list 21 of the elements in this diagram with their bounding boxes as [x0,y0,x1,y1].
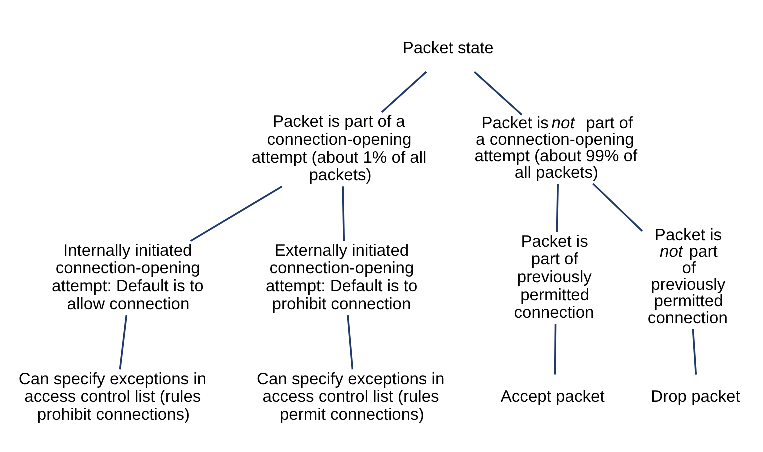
connector [554,324,557,375]
node-text: Can specify exceptions in access control list (rules permit connections) [257,369,445,424]
node-text: Internally initiated connection-opening attempt: Default is to allow connection [52,240,204,314]
connector [347,315,354,370]
node-text: Packet is not part of previously permitted connection [648,226,728,328]
node-text: Packet is not part of a connection-opening attempt (about 99% of all packets) [474,113,638,182]
node-text: Packet state [402,38,494,58]
connector [119,315,128,370]
node-text: Can specify exceptions in access control list (rules prohibit connections) [18,369,207,424]
connector [692,329,698,375]
connector [381,71,428,114]
node-text: Packet is part of a connection-opening attempt (about 1% of all packets) [252,112,427,185]
connector [592,183,644,232]
connector [190,186,283,242]
node-text: Packet is part of previously permitted connection [514,232,594,322]
connector [342,186,346,242]
connector [474,71,523,116]
node-text: Accept packet [500,387,605,406]
node-text: Externally initiated connection-opening attempt: Default is to prohibit connection [266,240,418,314]
connector [556,184,560,232]
node-text: Drop packet [651,387,740,406]
